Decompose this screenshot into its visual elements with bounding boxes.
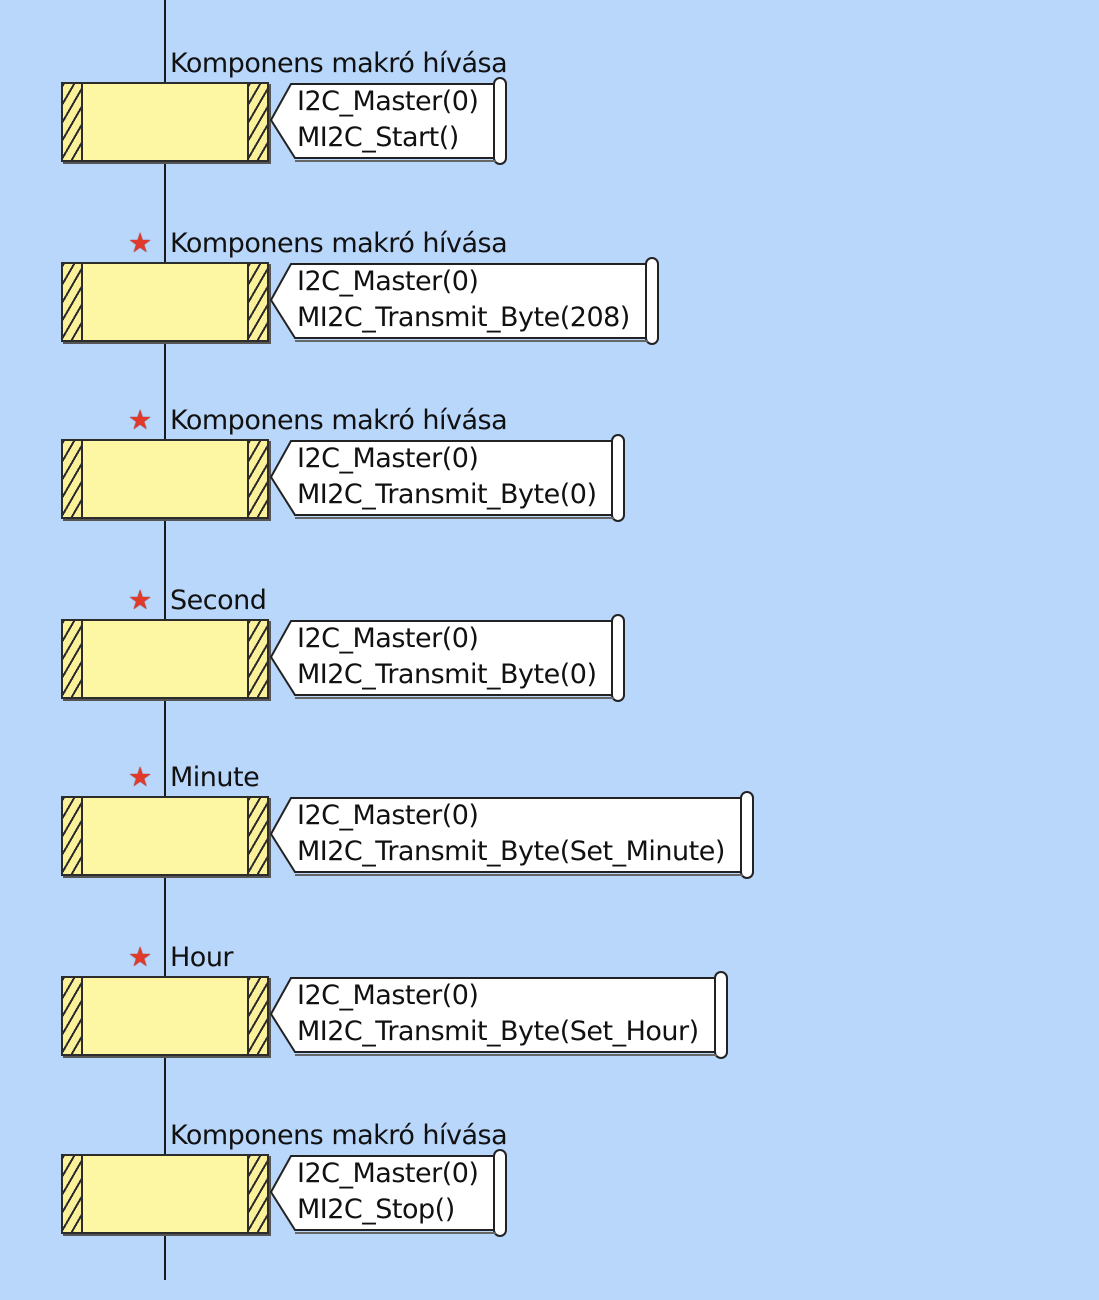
- step-caption: Second: [170, 585, 267, 616]
- component-macro-block[interactable]: [61, 1154, 269, 1234]
- step-caption: Minute: [170, 762, 260, 793]
- breakpoint-star-icon[interactable]: ★: [128, 942, 153, 973]
- component-macro-block[interactable]: [61, 976, 269, 1056]
- macro-call-text: I2C_Master(0) MI2C_Start(): [297, 84, 479, 156]
- block-hatch-left: [63, 264, 83, 340]
- macro-function-text: MI2C_Transmit_Byte(0): [297, 659, 597, 690]
- block-hatch-left: [63, 1156, 83, 1232]
- block-hatch-right: [247, 84, 267, 160]
- macro-function-text: MI2C_Transmit_Byte(0): [297, 479, 597, 510]
- component-macro-block[interactable]: [61, 262, 269, 342]
- block-hatch-left: [63, 441, 83, 517]
- step-caption: Komponens makró hívása: [170, 405, 508, 436]
- breakpoint-star-icon[interactable]: ★: [128, 762, 153, 793]
- scroll-note-shape: [269, 434, 625, 522]
- scroll-note-shape: [269, 1149, 507, 1237]
- component-macro-block[interactable]: [61, 82, 269, 162]
- component-name-text: I2C_Master(0): [297, 800, 479, 831]
- block-hatch-left: [63, 798, 83, 874]
- block-hatch-right: [247, 621, 267, 697]
- block-hatch-left: [63, 978, 83, 1054]
- scroll-note-shape: [269, 257, 659, 345]
- macro-call-text: I2C_Master(0) MI2C_Transmit_Byte(208): [297, 264, 630, 336]
- breakpoint-star-icon[interactable]: ★: [128, 228, 153, 259]
- block-hatch-right: [247, 264, 267, 340]
- block-hatch-right: [247, 441, 267, 517]
- block-hatch-right: [247, 798, 267, 874]
- component-macro-block[interactable]: [61, 439, 269, 519]
- block-hatch-right: [247, 978, 267, 1054]
- step-caption: Komponens makró hívása: [170, 1120, 508, 1151]
- component-name-text: I2C_Master(0): [297, 1158, 479, 1189]
- component-name-text: I2C_Master(0): [297, 980, 479, 1011]
- component-macro-block[interactable]: [61, 619, 269, 699]
- block-hatch-left: [63, 84, 83, 160]
- scroll-note-shape: [269, 614, 625, 702]
- component-name-text: I2C_Master(0): [297, 266, 479, 297]
- component-name-text: I2C_Master(0): [297, 86, 479, 117]
- macro-call-text: I2C_Master(0) MI2C_Stop(): [297, 1156, 479, 1228]
- component-macro-block[interactable]: [61, 796, 269, 876]
- block-hatch-right: [247, 1156, 267, 1232]
- macro-function-text: MI2C_Stop(): [297, 1194, 455, 1225]
- breakpoint-star-icon[interactable]: ★: [128, 585, 153, 616]
- macro-call-text: I2C_Master(0) MI2C_Transmit_Byte(0): [297, 441, 597, 513]
- macro-function-text: MI2C_Transmit_Byte(Set_Hour): [297, 1016, 699, 1047]
- block-hatch-left: [63, 621, 83, 697]
- step-caption: Komponens makró hívása: [170, 48, 508, 79]
- macro-call-text: I2C_Master(0) MI2C_Transmit_Byte(Set_Minu…: [297, 798, 725, 870]
- scroll-note-shape: [269, 971, 728, 1059]
- macro-function-text: MI2C_Transmit_Byte(Set_Minute): [297, 836, 725, 867]
- scroll-note-shape: [269, 77, 507, 165]
- component-name-text: I2C_Master(0): [297, 623, 479, 654]
- macro-call-text: I2C_Master(0) MI2C_Transmit_Byte(0): [297, 621, 597, 693]
- breakpoint-star-icon[interactable]: ★: [128, 405, 153, 436]
- step-caption: Komponens makró hívása: [170, 228, 508, 259]
- scroll-note-shape: [269, 791, 754, 879]
- component-name-text: I2C_Master(0): [297, 443, 479, 474]
- macro-function-text: MI2C_Transmit_Byte(208): [297, 302, 630, 333]
- macro-function-text: MI2C_Start(): [297, 122, 459, 153]
- macro-call-text: I2C_Master(0) MI2C_Transmit_Byte(Set_Hour…: [297, 978, 699, 1050]
- step-caption: Hour: [170, 942, 234, 973]
